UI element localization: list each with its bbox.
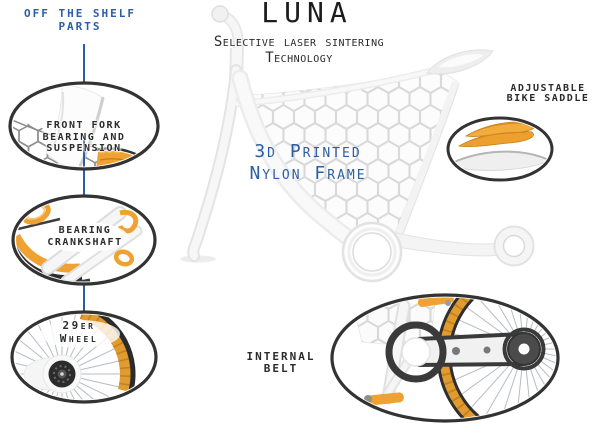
crankshaft-callout-label: BEARING CRANKSHAFT xyxy=(47,225,123,248)
wheel-callout-label: 29er Wheel xyxy=(59,319,99,345)
page-title: LUNA xyxy=(261,0,353,29)
front-fork-callout-label: FRONT FORK BEARING AND SUSPENSION xyxy=(42,120,126,154)
callout-belt xyxy=(330,293,560,423)
frame-callout-line2: Nylon Frame xyxy=(249,163,367,184)
frame-callout-line1: 3d Printed xyxy=(254,141,362,162)
off-the-shelf-line1: OFF THE SHELF xyxy=(23,7,137,20)
front-fork xyxy=(187,47,244,262)
saddle-render xyxy=(426,49,494,75)
callout-front-fork xyxy=(8,81,160,171)
subtitle-line2: Technology xyxy=(265,50,333,66)
subtitle: Selective laser sintering Technology xyxy=(214,34,384,66)
off-the-shelf-label: OFF THE SHELF PARTS xyxy=(24,7,136,33)
off-the-shelf-line2: PARTS xyxy=(58,20,102,33)
callout-saddle xyxy=(446,116,554,182)
saddle-callout-label: ADJUSTABLE BIKE SADDLE xyxy=(506,83,590,104)
subtitle-line1: Selective laser sintering xyxy=(213,34,385,50)
belt-callout-label: INTERNAL BELT xyxy=(246,350,316,375)
handlebar xyxy=(211,5,244,58)
callout-crankshaft xyxy=(11,194,157,286)
chainstay xyxy=(389,225,535,267)
bottom-bracket xyxy=(341,221,403,283)
callout-wheel xyxy=(10,310,158,404)
frame-callout-label: 3d Printed Nylon Frame xyxy=(249,141,366,185)
